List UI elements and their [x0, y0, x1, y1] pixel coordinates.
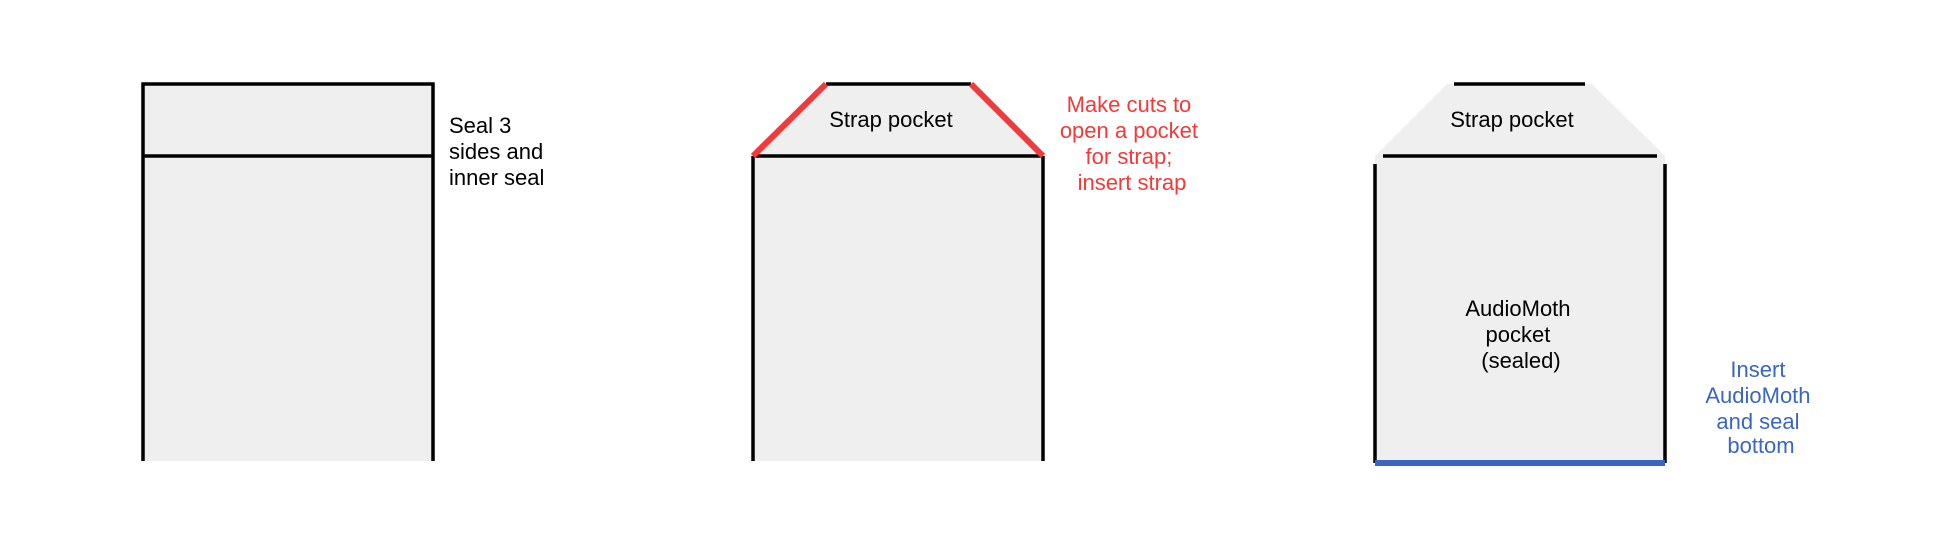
step1-note-line: sides and — [449, 139, 543, 164]
step3-strap-pocket-shape — [1375, 84, 1665, 156]
step2-note-line: for strap; — [1086, 144, 1173, 169]
step3-note-line: Insert — [1730, 357, 1785, 382]
step1-note-line: Seal 3 — [449, 113, 511, 138]
step2-pouch-body — [753, 156, 1043, 461]
step2-note-line: Make cuts to — [1067, 92, 1192, 117]
step2-strap-pocket-shape — [753, 84, 1043, 156]
step3-note: Insert AudioMoth and seal bottom — [1705, 357, 1816, 458]
step3-note-line: AudioMoth — [1705, 383, 1810, 408]
step3-main-label-line: (sealed) — [1481, 348, 1560, 373]
step2-right-cut — [968, 81, 1046, 159]
step3-main-label-line: pocket — [1486, 322, 1551, 347]
step2-pouch — [750, 81, 1046, 461]
step3-pouch-body — [1375, 156, 1665, 463]
step3-pouch — [1373, 82, 1667, 466]
step3-main-label-line: AudioMoth — [1465, 296, 1570, 321]
step2-pocket-label: Strap pocket — [829, 107, 953, 132]
step1-pouch-body — [143, 84, 433, 461]
step3-main-label: AudioMoth pocket (sealed) — [1465, 296, 1576, 373]
step2-left-cut — [750, 81, 829, 159]
step1-outline — [141, 82, 435, 461]
step2-note-line: insert strap — [1078, 170, 1187, 195]
step2-note-line: open a pocket — [1060, 118, 1198, 143]
step3-note-line: bottom — [1727, 433, 1794, 458]
step1-pouch — [141, 82, 435, 461]
step3-pocket-label: Strap pocket — [1450, 107, 1574, 132]
step1-note: Seal 3 sides and inner seal — [449, 113, 549, 190]
step3-note-line: and seal — [1716, 409, 1799, 434]
step2-note: Make cuts to open a pocket for strap; in… — [1060, 92, 1204, 195]
step1-note-line: inner seal — [449, 165, 544, 190]
